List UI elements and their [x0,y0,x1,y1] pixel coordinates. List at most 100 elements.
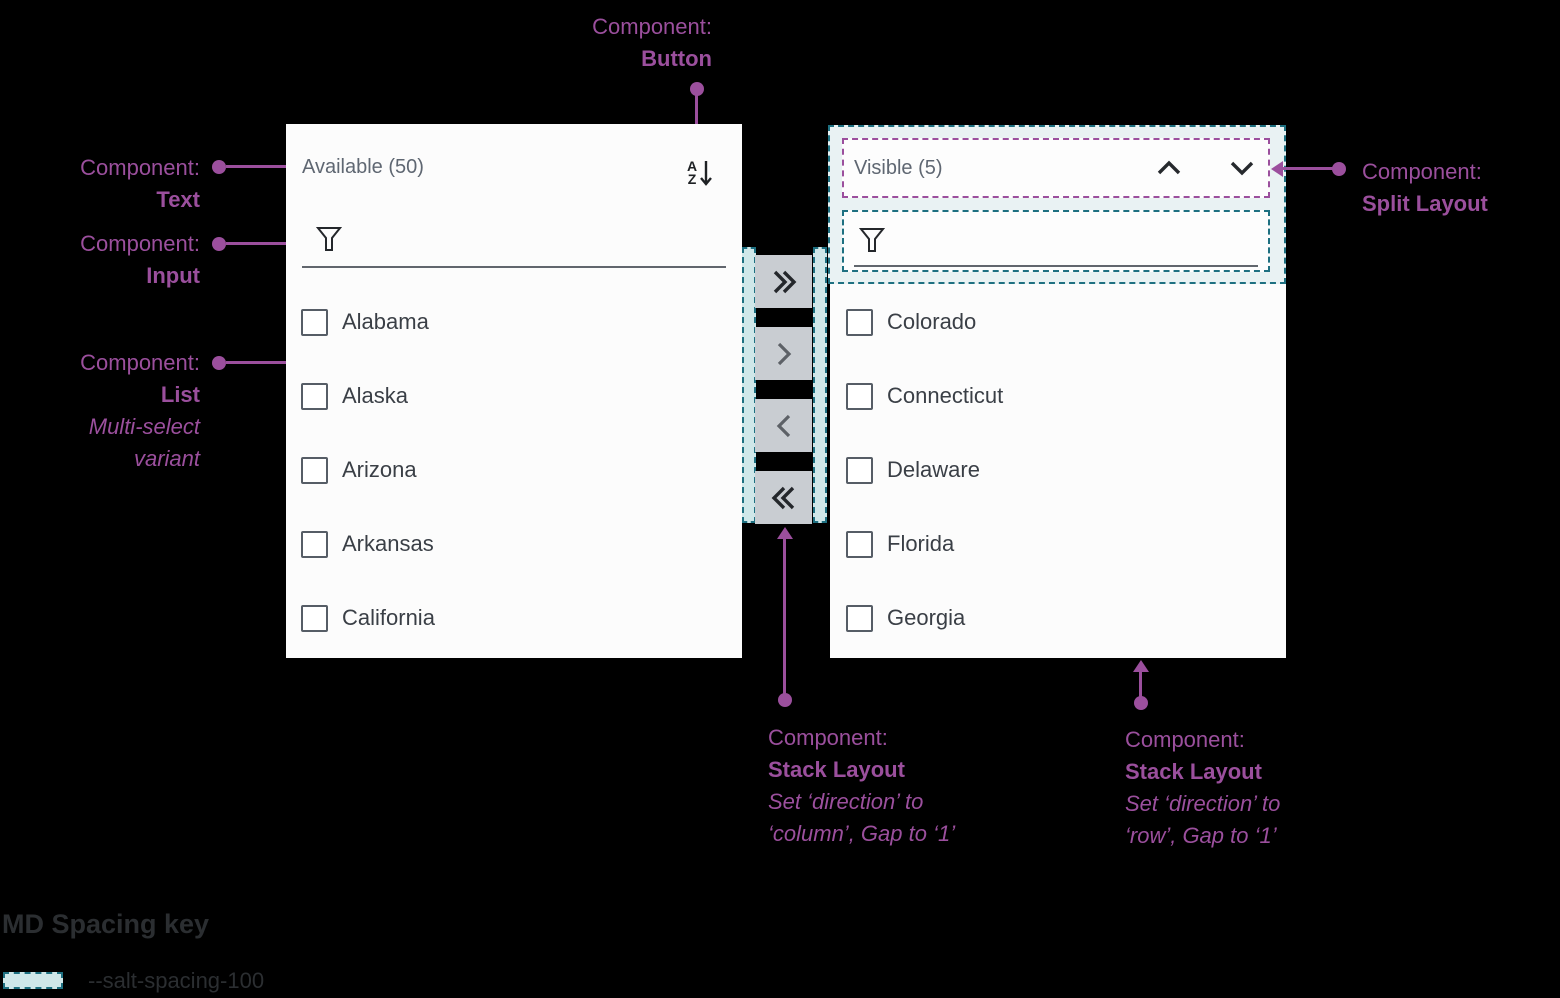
available-panel: Available (50) A Z Alabama Alaska Ari [286,124,742,658]
list-item[interactable]: Alaska [301,382,408,410]
annotation-name: Input [146,263,200,288]
visible-title: Visible (5) [854,157,943,179]
move-all-left-button[interactable] [755,471,812,524]
arrow-stem [1281,167,1339,170]
annotation-stack-layout-column: Component: Stack Layout Set ‘direction’ … [768,722,955,850]
item-label: Colorado [887,309,977,334]
available-title: Available (50) [302,156,424,178]
move-right-button[interactable] [755,327,812,380]
arrow-dot [212,160,226,174]
annotation-name: Stack Layout [768,757,905,782]
checkbox[interactable] [301,382,328,410]
move-up-button[interactable] [1150,150,1188,186]
sort-letter-a: A [686,158,698,174]
arrow-stem [226,242,290,245]
checkbox[interactable] [301,530,328,558]
checkbox[interactable] [846,382,873,410]
chevron-left-icon [776,414,790,437]
double-chevron-left-icon [771,486,794,509]
annotation-prefix: Component: [80,155,200,180]
double-chevron-right-icon [773,270,796,293]
annotation-input: Component: Input [80,228,200,292]
list-item[interactable]: Alabama [301,308,429,336]
move-down-button[interactable] [1223,150,1261,186]
annotation-split-layout: Component: Split Layout [1362,156,1488,220]
list-item[interactable]: Delaware [846,456,980,484]
move-left-button[interactable] [755,399,812,452]
input-underline [854,265,1258,267]
item-label: Connecticut [887,383,1004,408]
arrow-stem [783,537,786,697]
annotation-prefix: Component: [1362,159,1482,184]
arrow-head [1133,660,1149,672]
chevron-right-icon [777,342,791,365]
arrow-stem [226,361,294,364]
checkbox[interactable] [846,456,873,484]
annotation-prefix: Component: [768,725,888,750]
sort-alphabetical-icon: A Z [686,158,698,187]
spacing-key-token: --salt-spacing-100 [88,968,265,993]
arrow-down-icon [700,161,712,186]
item-label: Alaska [342,383,409,408]
item-label: California [342,605,435,630]
annotation-name: Stack Layout [1125,759,1262,784]
arrow-head [777,527,793,539]
chevron-up-icon [1157,160,1181,175]
filter-input[interactable] [302,212,726,268]
list-item[interactable]: Arizona [301,456,417,484]
checkbox[interactable] [846,604,873,632]
item-label: Georgia [887,605,966,630]
checkbox[interactable] [301,604,328,632]
arrow-stem [226,165,290,168]
annotation-note: ‘column’, Gap to ‘1’ [768,821,956,846]
annotation-prefix: Component: [1125,727,1245,752]
checkbox[interactable] [301,308,328,336]
annotation-name: Text [156,187,200,212]
spacing-indicator [742,247,756,523]
move-all-right-button[interactable] [755,255,812,308]
spacing-key-swatch [3,972,63,989]
arrow-dot [1332,162,1346,176]
arrow-stem [695,94,698,132]
checkbox[interactable] [846,308,873,336]
arrow-dot [212,237,226,251]
list-item[interactable]: Colorado [846,308,976,336]
arrow-head [1271,161,1283,177]
arrow-dot [1134,696,1148,710]
spacing-indicator [813,247,827,523]
item-label: Alabama [342,309,429,334]
annotation-button: Component: Button [592,11,712,75]
arrow-dot [212,356,226,370]
list-item[interactable]: California [301,604,435,632]
annotation-note: Set ‘direction’ to [1125,791,1281,816]
sort-letter-z: Z [687,171,697,187]
item-label: Arizona [342,457,417,482]
annotation-prefix: Component: [592,14,712,39]
annotation-note: variant [133,446,200,471]
list-item[interactable]: Florida [846,530,954,558]
split-layout-region: Visible (5) [842,138,1270,198]
list-item[interactable]: Arkansas [301,530,434,558]
annotation-stack-layout-row: Component: Stack Layout Set ‘direction’ … [1125,724,1280,852]
annotation-note: ‘row’, Gap to ‘1’ [1125,823,1277,848]
annotation-name: List [160,382,200,407]
sort-button[interactable]: A Z [676,150,724,196]
filter-input[interactable] [842,210,1270,272]
list-item[interactable]: Connecticut [846,382,1003,410]
checkbox[interactable] [301,456,328,484]
arrow-dot [690,82,704,96]
spacing-key-heading: MD Spacing key [2,909,210,939]
list-item[interactable]: Georgia [846,604,965,632]
annotation-text: Component: Text [80,152,200,216]
annotation-prefix: Component: [80,231,200,256]
filter-icon [316,227,342,251]
chevron-down-icon [1230,161,1254,176]
annotation-name: Button [641,46,712,71]
annotation-note: Multi-select [88,414,200,439]
filter-icon [859,228,885,252]
arrow-dot [778,693,792,707]
item-label: Florida [887,531,955,556]
annotation-list: Component: List Multi-select variant [80,347,200,475]
checkbox[interactable] [846,530,873,558]
